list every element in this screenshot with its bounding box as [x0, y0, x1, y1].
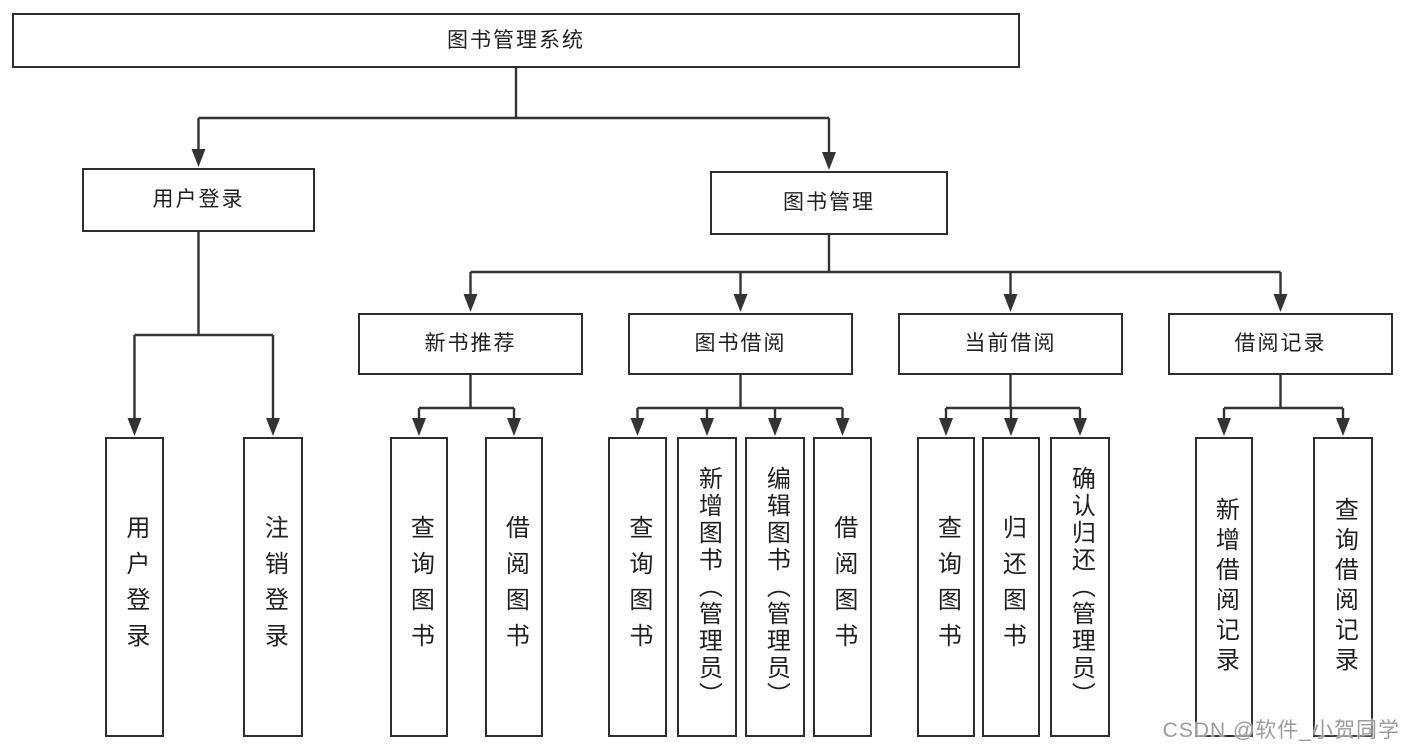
- node-root: 图书管理系统: [12, 13, 1020, 68]
- node-v-borrow-books-1: 借阅图书: [485, 437, 543, 737]
- node-v-confirm-return: 确认归还（管理员）: [1050, 437, 1110, 737]
- node-book-mgmt: 图书管理: [710, 171, 948, 235]
- node-v-user-login: 用户登录: [105, 437, 164, 737]
- node-v-borrow-books-2: 借阅图书: [813, 437, 872, 737]
- node-v-edit-book: 编辑图书（管理员）: [745, 437, 805, 737]
- node-v-logout: 注销登录: [243, 437, 303, 737]
- node-book-borrow: 图书借阅: [628, 313, 853, 375]
- node-current-borrow: 当前借阅: [898, 313, 1123, 375]
- node-v-return-book: 归还图书: [982, 437, 1040, 737]
- node-new-rec: 新书推荐: [358, 313, 583, 375]
- node-v-query-books-1: 查询图书: [390, 437, 448, 737]
- node-v-add-book: 新增图书（管理员）: [677, 437, 737, 737]
- node-borrow-records: 借阅记录: [1168, 313, 1393, 375]
- watermark-text: CSDN @软件_小贺同学: [1162, 719, 1400, 742]
- node-user-login: 用户登录: [82, 168, 315, 232]
- node-v-query-books-3: 查询图书: [917, 437, 975, 737]
- node-v-add-record: 新增借阅记录: [1195, 437, 1253, 737]
- node-v-query-record: 查询借阅记录: [1313, 437, 1373, 737]
- node-v-query-books-2: 查询图书: [608, 437, 667, 737]
